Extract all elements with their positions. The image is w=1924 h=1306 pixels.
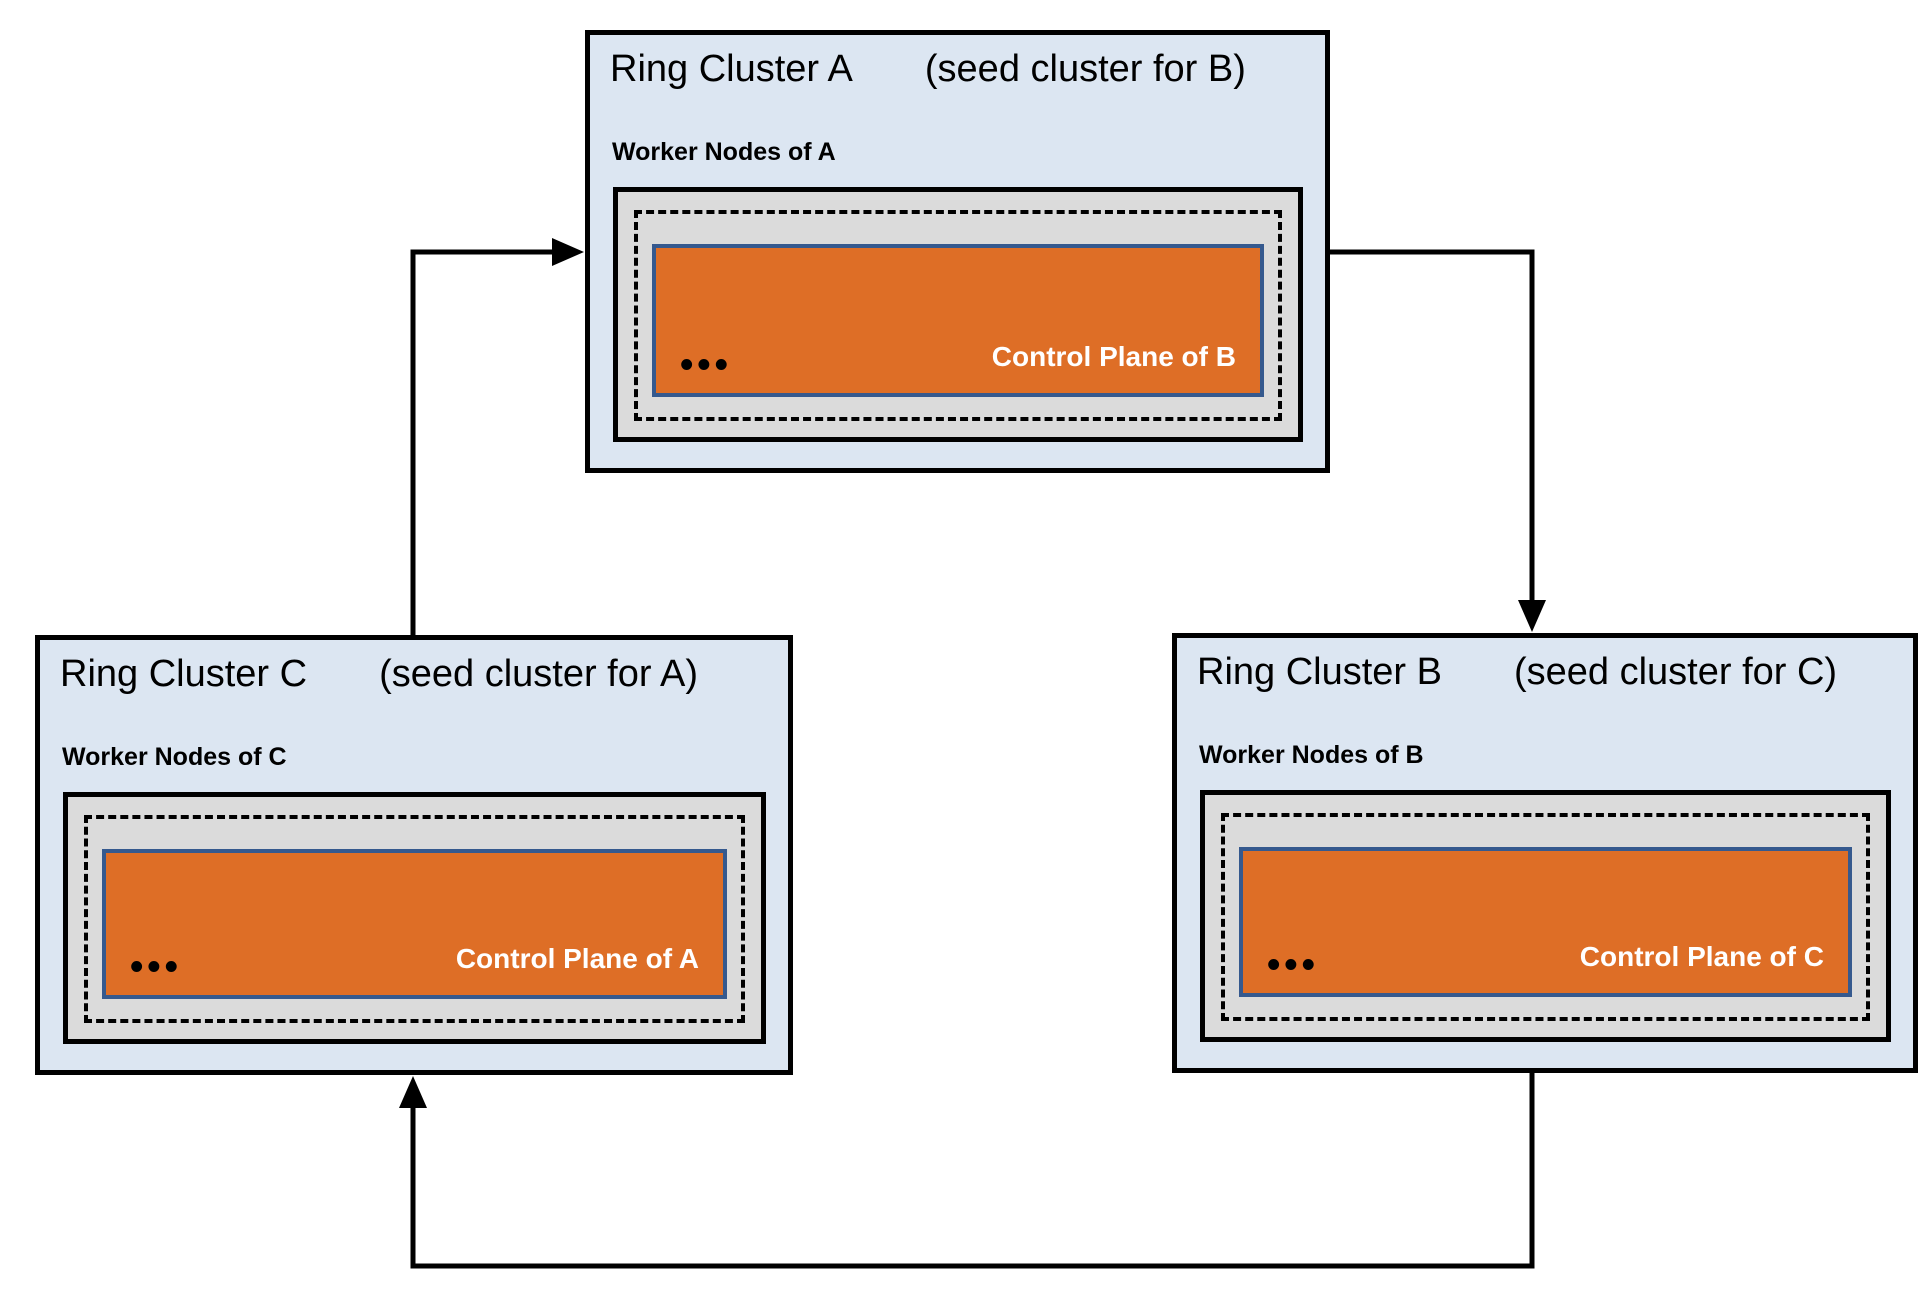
cluster-c-worker-nodes-box: ••• Control Plane of A bbox=[63, 792, 766, 1044]
cluster-b-name: Ring Cluster B bbox=[1197, 651, 1442, 693]
cluster-a-dashed-outline bbox=[634, 210, 1282, 421]
cluster-b-title: Ring Cluster B (seed cluster for C) bbox=[1197, 651, 1901, 694]
cluster-a-control-plane-label: Control Plane of B bbox=[991, 341, 1236, 373]
cluster-b-seed-note: (seed cluster for C) bbox=[1513, 651, 1838, 693]
cluster-a-worker-nodes-label: Worker Nodes of A bbox=[612, 138, 836, 166]
cluster-a-control-plane-box: ••• Control Plane of B bbox=[652, 244, 1264, 397]
arrow-c-to-a bbox=[410, 238, 584, 636]
cluster-a-title: Ring Cluster A (seed cluster for B) bbox=[610, 48, 1313, 91]
cluster-c-dashed-outline bbox=[84, 815, 745, 1023]
cluster-c: Ring Cluster C (seed cluster for A) Work… bbox=[35, 635, 793, 1075]
cluster-b-worker-nodes-label: Worker Nodes of B bbox=[1199, 741, 1424, 769]
cluster-c-control-plane-label: Control Plane of A bbox=[455, 943, 699, 975]
cluster-c-control-plane-box: ••• Control Plane of A bbox=[102, 849, 727, 999]
cluster-b-worker-nodes-box: ••• Control Plane of C bbox=[1200, 790, 1891, 1042]
cluster-c-name: Ring Cluster C bbox=[60, 653, 308, 695]
cluster-b: Ring Cluster B (seed cluster for C) Work… bbox=[1172, 633, 1918, 1073]
ellipsis-dots: ••• bbox=[680, 344, 732, 387]
arrow-b-to-c bbox=[399, 1071, 1535, 1269]
cluster-a-seed-note: (seed cluster for B) bbox=[924, 48, 1246, 90]
cluster-a-worker-nodes-box: ••• Control Plane of B bbox=[613, 187, 1303, 442]
cluster-a: Ring Cluster A (seed cluster for B) Work… bbox=[585, 30, 1330, 473]
ellipsis-dots: ••• bbox=[1267, 944, 1319, 987]
cluster-b-control-plane-box: ••• Control Plane of C bbox=[1239, 847, 1852, 997]
ellipsis-dots: ••• bbox=[130, 946, 182, 989]
cluster-b-control-plane-label: Control Plane of C bbox=[1579, 941, 1824, 973]
cluster-c-title: Ring Cluster C (seed cluster for A) bbox=[60, 653, 776, 696]
cluster-c-seed-note: (seed cluster for A) bbox=[379, 653, 698, 695]
cluster-c-worker-nodes-label: Worker Nodes of C bbox=[62, 743, 287, 771]
cluster-a-name: Ring Cluster A bbox=[610, 48, 853, 90]
cluster-b-dashed-outline bbox=[1221, 813, 1870, 1021]
arrow-a-to-b bbox=[1327, 249, 1546, 632]
